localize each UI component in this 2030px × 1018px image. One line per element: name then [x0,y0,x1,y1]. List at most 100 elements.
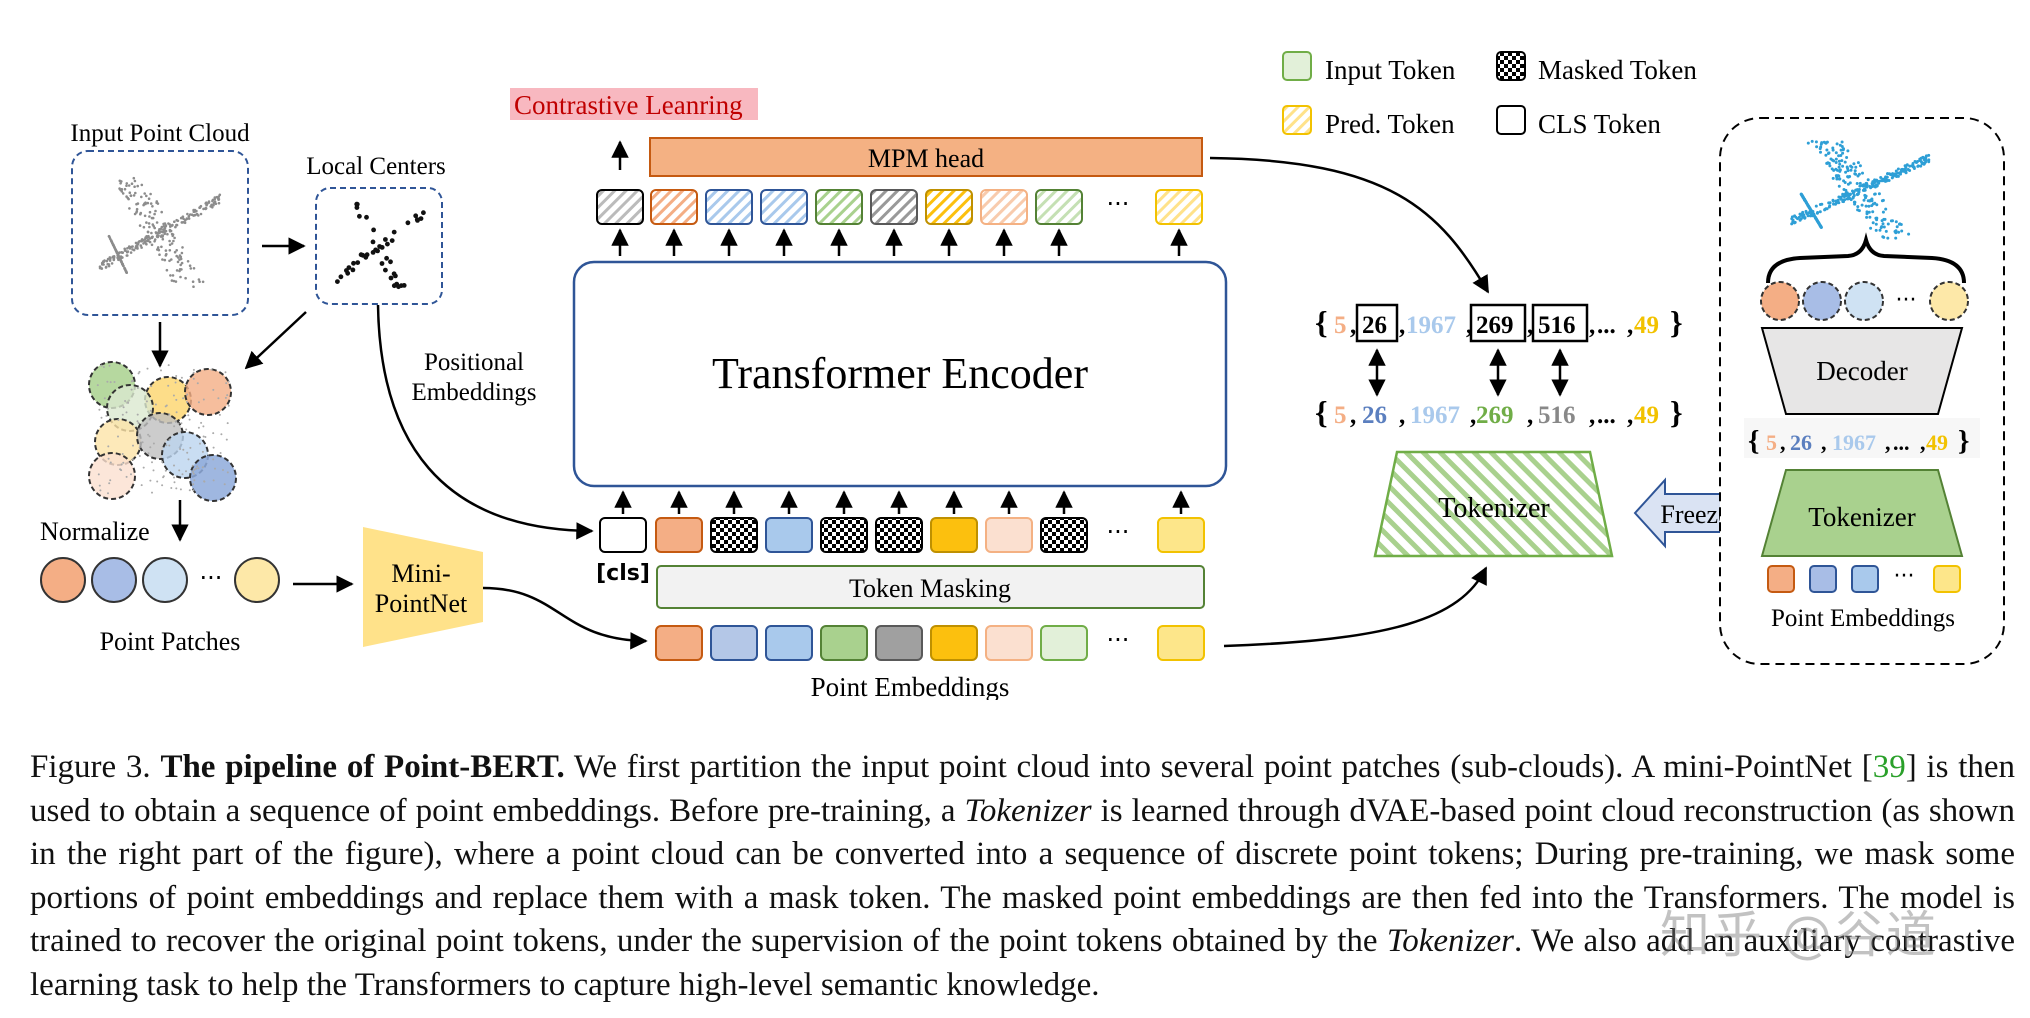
caption-ref[interactable]: 39 [1872,749,1906,785]
freeze-label: Freeze [1660,500,1729,529]
svg-text:,: , [1589,402,1595,429]
right-point-embeddings-row: ··· [1767,564,1961,593]
right-point-embeddings-label: Point Embeddings [1771,605,1955,632]
seq-pred-6: 49 [1634,312,1659,339]
svg-text:,: , [1399,312,1405,339]
patch-ellipsis: ··· [200,564,223,592]
seq-pred-1: 26 [1362,312,1387,339]
seq-pred-2: 1967 [1406,312,1456,339]
legend-cls-label: CLS Token [1538,109,1661,139]
pred-token [1035,189,1083,225]
caption-text-1: We first partition the input point cloud… [573,749,1873,785]
seq-gt-3: 269 [1476,402,1514,429]
positional-label-2: Embeddings [412,379,537,406]
token-masking-block [656,565,1205,609]
embedding-token [985,625,1033,661]
embedding-token [655,625,703,661]
svg-text:,: , [1627,402,1633,429]
arrow-mpm-to-predicted [1209,156,1490,294]
pred-token [870,189,918,225]
tokenizer-right-block [1760,469,1964,557]
seq-gt-5: ... [1597,402,1616,429]
seq-pred-0: 5 [1334,312,1347,339]
point-patches-label: Point Patches [100,627,241,656]
svg-text:{: { [1315,304,1328,340]
svg-text:}: } [1670,394,1683,430]
prediction-tokens-row: ··· [596,189,1203,225]
svg-text:,: , [1466,312,1472,339]
svg-text:,: , [1350,402,1356,429]
embedding-token [765,625,813,661]
transformer-encoder-block [572,260,1228,488]
seq-pred-5: ... [1597,312,1616,339]
legend-pred-swatch [1282,105,1312,135]
contrastive-label: Contrastive Leanring [514,90,743,120]
masked-token [1040,517,1088,553]
svg-text:,: , [1821,430,1827,455]
seq-pred-4: 516 [1538,312,1576,339]
embedding-token [820,625,868,661]
point-embeddings-row: ··· [655,625,1205,661]
embedding-token [1040,625,1088,661]
embedding-token [930,625,978,661]
caption-text-2: ] is then used to obtain a sequence of p… [30,749,2016,829]
seq-gt-2: 1967 [1410,402,1460,429]
legend-pred-label: Pred. Token [1325,109,1455,139]
mpm-head-block [649,137,1203,177]
seq-dec-4: 49 [1926,430,1948,455]
svg-text:,: , [1920,430,1926,455]
pred-token [705,189,753,225]
svg-text:{: { [1748,425,1759,457]
svg-text:}: } [1670,304,1683,340]
local-centers-label: Local Centers [306,153,446,180]
seq-dec-0: 5 [1766,430,1777,455]
caption-bold: The pipeline of Point-BERT. [160,749,565,785]
pipeline-figure: Input Token Masked Token Pred. Token CLS… [40,51,2005,700]
seq-gt-6: 49 [1634,402,1659,429]
svg-text:,: , [1589,312,1595,339]
decoder-output-patches: ··· [1760,281,1969,321]
match-arrows [1368,348,1569,397]
caption-fig: Figure 3. [30,749,151,785]
seq-dec-3: ... [1893,430,1910,455]
caption-tokenizer-1: Tokenizer [964,792,1092,829]
arrow-embeddings-to-tokenizer [1223,566,1488,648]
contrastive-highlight [510,88,758,120]
legend-masked-label: Masked Token [1538,55,1697,85]
masked-token [710,517,758,553]
legend-masked-swatch [1496,51,1526,81]
cls-token [599,517,647,553]
svg-text:,: , [1780,430,1786,455]
tokenizer-main-block [1373,450,1614,558]
arrows-tokens-to-encoder [614,490,1190,514]
reconstructed-point-cloud [1790,139,1931,240]
seq-dec-1: 26 [1790,430,1812,455]
svg-text:}: } [1958,425,1969,457]
local-centers-points [335,201,426,290]
pred-token [815,189,863,225]
arrow-positional-embeddings [376,304,594,540]
embedding-token [1157,625,1205,661]
svg-text:,: , [1399,402,1405,429]
input-token [985,517,1033,553]
normalize-label: Normalize [40,517,150,546]
caption-tokenizer-2: Tokenizer [1386,923,1515,959]
input-point-cloud-label: Input Point Cloud [70,120,250,147]
token-masking-label: Token Masking [849,574,1011,603]
cls-label: [cls] [596,561,650,586]
seq-gt-1: 26 [1362,402,1387,429]
embedding-token [875,625,923,661]
input-token [1157,517,1205,553]
masked-token [820,517,868,553]
mini-pointnet-label-2: PointNet [375,589,468,618]
reconstruction-brace [1766,232,1966,284]
decoder-block [1760,327,1964,415]
positional-label-1: Positional [424,349,524,376]
svg-text:,: , [1627,312,1633,339]
patch-points [96,364,230,495]
pred-token-cls [596,189,644,225]
right-embed-ellipsis: ··· [1894,564,1915,589]
input-token [930,517,978,553]
tokenizer-right-label: Tokenizer [1808,502,1916,532]
legend: Input Token Masked Token Pred. Token CLS… [1282,51,1697,139]
